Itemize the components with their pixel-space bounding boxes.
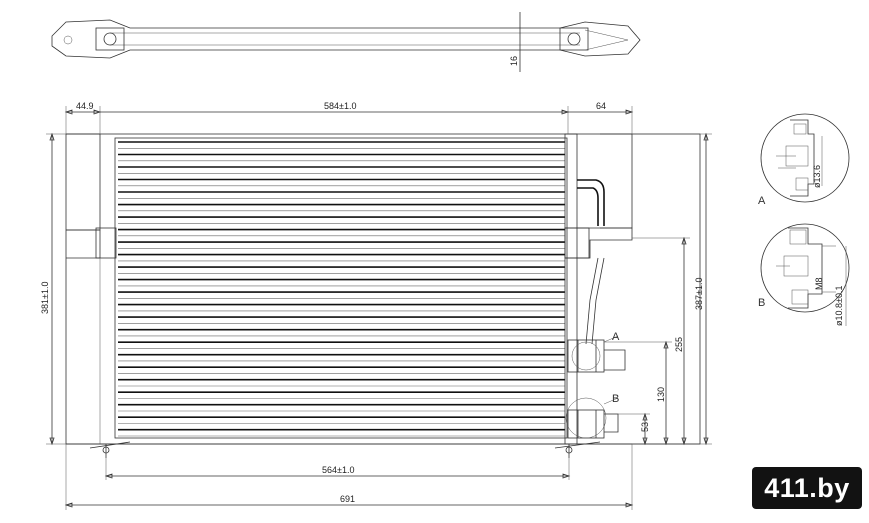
detail-a-label: A [758,195,766,207]
right-height-dim: 387±1.0 [694,278,704,310]
site-watermark: 411.by [752,467,862,509]
height-130-dim: 130 [656,387,666,402]
callout-b: B [612,393,619,405]
left-offset-dim: 44.9 [76,101,94,111]
bottom-mount-dim: 564±1.0 [322,465,354,475]
height-255-dim: 255 [674,337,684,352]
detail-b-diameter: ø10.8±0.1 [834,286,844,326]
detail-b-thread: M8 [814,277,824,290]
overall-width-dim: 691 [340,494,355,504]
detail-a-diameter: ø13.6 [812,165,822,188]
condenser-fins [118,141,565,437]
callout-a: A [612,331,620,343]
detail-a [760,113,850,203]
detail-b-label: B [758,297,765,309]
left-height-dim: 381±1.0 [40,282,50,314]
right-offset-dim: 64 [596,101,606,111]
top-view [51,12,641,72]
front-view [65,133,701,458]
height-53-dim: 53 [640,422,650,432]
core-width-dim: 584±1.0 [324,101,356,111]
dimension-lines [46,106,712,510]
top-thickness-dim: 16 [509,56,519,66]
detail-b [760,223,850,326]
